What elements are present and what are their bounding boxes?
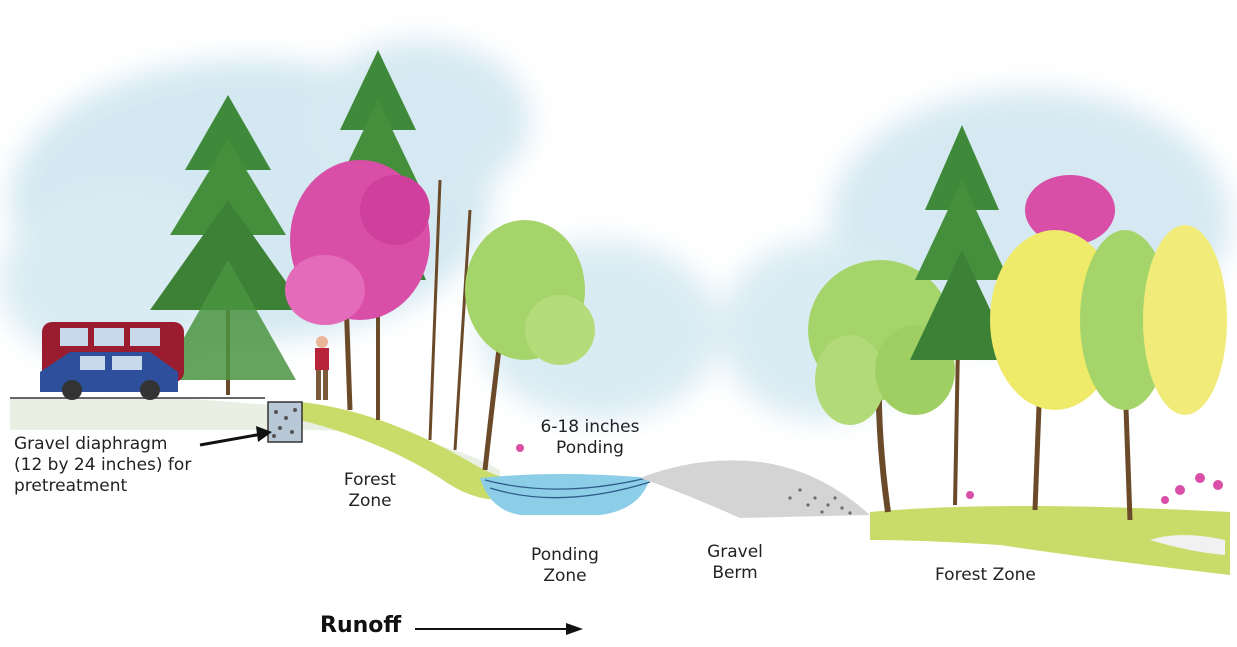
- runoff-arrow: [415, 623, 583, 635]
- gravel-diaphragm-label: Gravel diaphragm (12 by 24 inches) for p…: [14, 434, 191, 497]
- gravel-berm-label-line: Berm: [695, 563, 775, 584]
- magenta-tree: [285, 160, 430, 410]
- weeping-tree: [808, 260, 955, 512]
- person-figure: [315, 336, 329, 400]
- ponding-zone-label-line: Ponding: [515, 545, 615, 566]
- ponding-depth-label: 6-18 inches Ponding: [530, 417, 650, 459]
- gravel-berm-mound: [640, 460, 870, 518]
- ponding-depth-label-line: Ponding: [530, 438, 650, 459]
- ponding-water: [480, 474, 650, 515]
- gravel-diaphragm-label-line: (12 by 24 inches) for: [14, 455, 191, 476]
- gravel-berm-label: Gravel Berm: [695, 542, 775, 584]
- forest-zone-left-label: Forest Zone: [330, 470, 410, 512]
- gravel-diaphragm-label-line: Gravel diaphragm: [14, 434, 191, 455]
- forest-zone-left-label-line: Forest: [330, 470, 410, 491]
- yellow-tree: [1143, 225, 1227, 415]
- gravel-berm-label-line: Gravel: [695, 542, 775, 563]
- ponding-zone-label: Ponding Zone: [515, 545, 615, 587]
- ponding-zone-label-line: Zone: [515, 566, 615, 587]
- runoff-label: Runoff: [320, 615, 401, 636]
- ponding-depth-label-line: 6-18 inches: [530, 417, 650, 438]
- forest-zone-left-label-line: Zone: [330, 491, 410, 512]
- gravel-diaphragm-label-line: pretreatment: [14, 476, 191, 497]
- forest-zone-right-label: Forest Zone: [935, 565, 1036, 586]
- van-and-car: [40, 322, 184, 400]
